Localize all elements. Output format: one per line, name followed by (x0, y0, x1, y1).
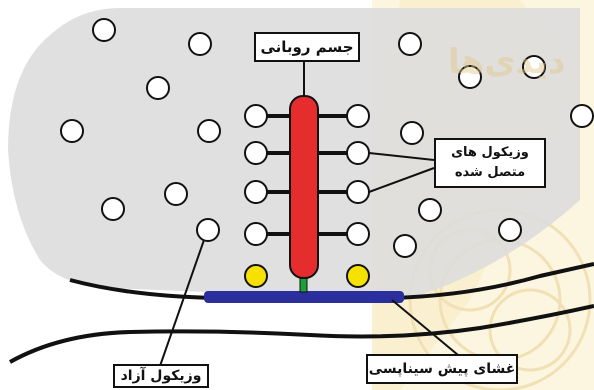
anchor-protein-left (244, 264, 268, 288)
attached-vesicle (244, 180, 268, 204)
free-vesicle (400, 121, 424, 145)
free-vesicle (196, 218, 220, 242)
callout-lines (159, 62, 459, 367)
attached-vesicle (346, 222, 370, 246)
watermark-text: دیدی‌ها (448, 42, 566, 82)
free-vesicle (458, 65, 482, 89)
free-vesicle (498, 218, 522, 242)
free-vesicle (570, 104, 594, 128)
watermark-ring-4 (488, 288, 572, 372)
attached-vesicle (244, 104, 268, 128)
attached-vesicle (346, 180, 370, 204)
free-vesicle (197, 119, 221, 143)
presynaptic-membrane-label: غشای پیش سیناپسی (366, 354, 518, 384)
free-vesicle (60, 119, 84, 143)
attached-vesicle (346, 141, 370, 165)
free-vesicle-label: وزیکول آزاد (113, 364, 209, 388)
free-vesicle (101, 197, 125, 221)
free-callout-line (159, 239, 205, 367)
free-vesicle (92, 18, 116, 42)
attached-vesicles-label-line1: وزیکول های (451, 145, 529, 160)
attached-vesicle (346, 104, 370, 128)
attached-vesicle (244, 222, 268, 246)
ribbon-label: جسم روبانی (254, 32, 360, 62)
ribbon-body (289, 95, 319, 279)
free-vesicle (522, 55, 546, 79)
attached-vesicle (244, 141, 268, 165)
free-vesicle (146, 76, 170, 100)
anchor-protein-right (346, 264, 370, 288)
postsynaptic-membrane-line (9, 304, 594, 364)
presynaptic-active-zone-band (204, 291, 404, 303)
free-vesicle (164, 182, 188, 206)
free-vesicle (398, 32, 422, 56)
attached-callout-line-1 (368, 152, 435, 161)
membrane-callout-line (391, 299, 459, 356)
attached-callout-line-2 (368, 167, 435, 193)
free-vesicle (188, 32, 212, 56)
free-vesicle (418, 198, 442, 222)
attached-vesicles (244, 104, 370, 246)
free-vesicle (393, 234, 417, 258)
free-vesicles (60, 18, 594, 258)
attached-vesicles-label-line2: متصل شده (454, 165, 526, 180)
attached-vesicles-label: وزیکول های متصل شده (434, 138, 546, 188)
